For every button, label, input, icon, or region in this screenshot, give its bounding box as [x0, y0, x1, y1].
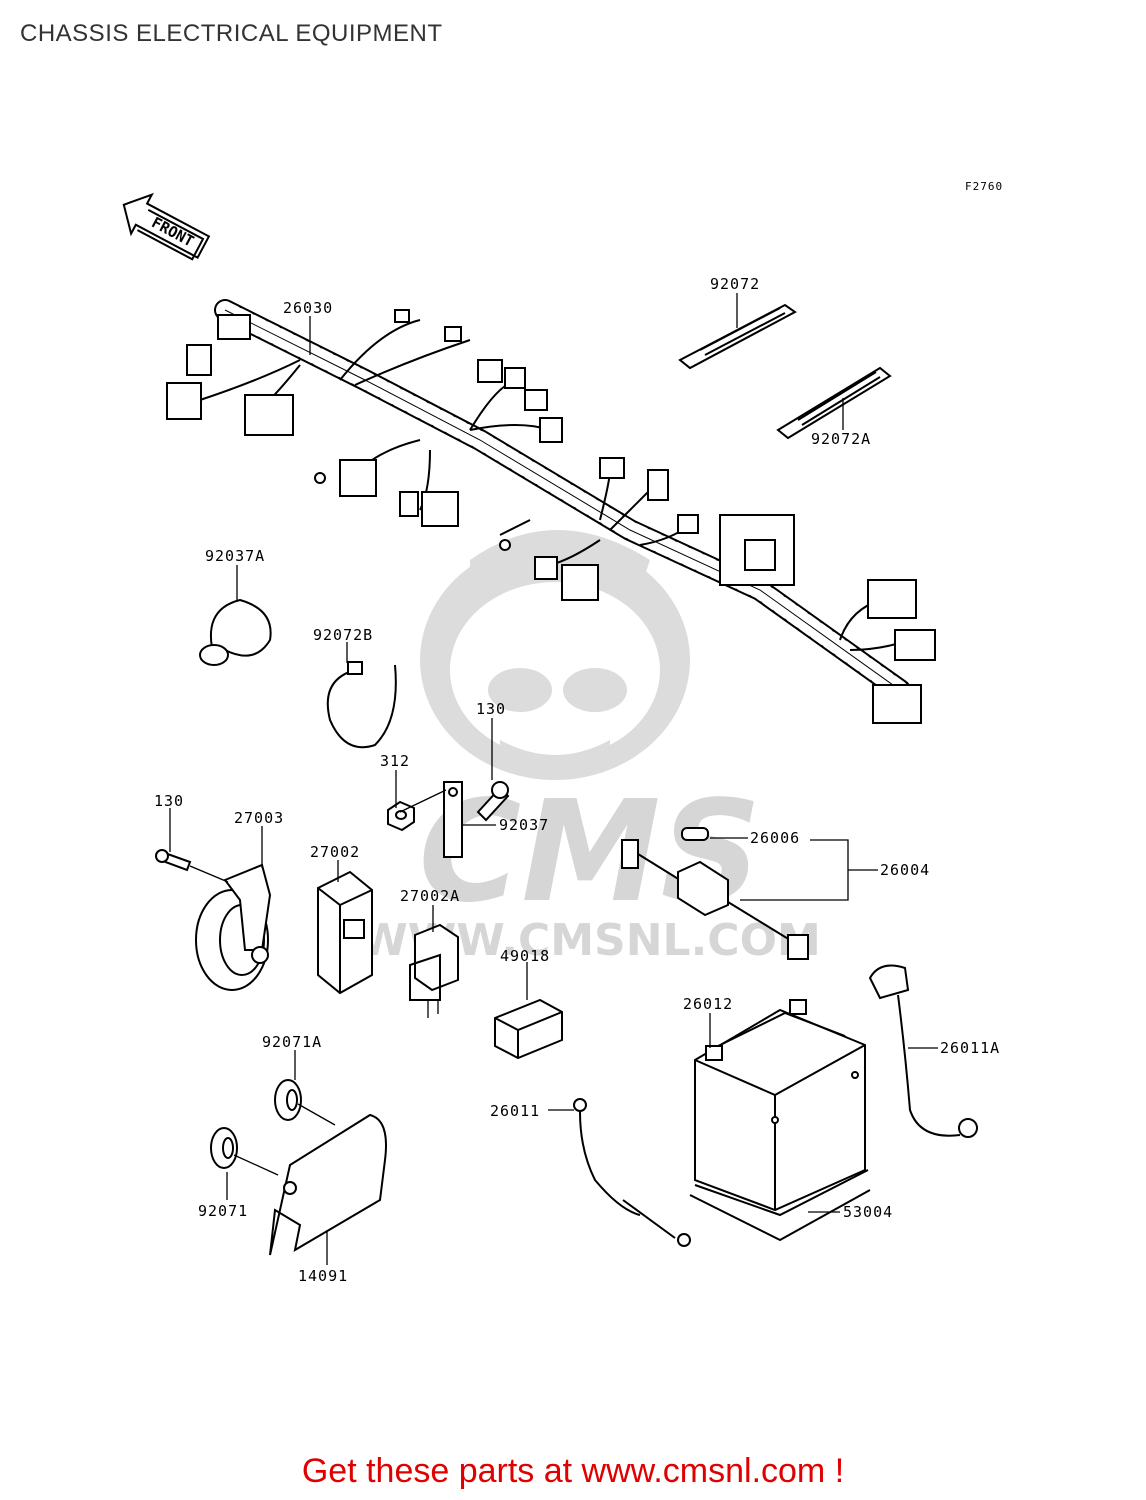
label-49018: 49018 [500, 947, 550, 965]
bolt-130-horn [155, 849, 192, 872]
battery-26012 [694, 999, 866, 1212]
footer-link[interactable]: Get these parts at www.cmsnl.com ! [301, 1452, 845, 1490]
nut-312 [387, 800, 415, 832]
label-27002: 27002 [310, 843, 360, 861]
label-27003: 27003 [234, 809, 284, 827]
watermark-mascot [420, 530, 690, 780]
label-26004: 26004 [880, 861, 930, 879]
label-92037: 92037 [499, 816, 549, 834]
battery-pad-53004 [689, 1169, 871, 1242]
main-harness-26030 [166, 299, 936, 724]
battery-lead-26011A [868, 964, 978, 1138]
battery-lead-26011 [573, 1098, 691, 1247]
label-26011A: 26011A [940, 1039, 1000, 1057]
fuse-26006 [681, 827, 709, 841]
label-312: 312 [380, 752, 410, 770]
label-130-a: 130 [476, 700, 506, 718]
leader-lines [169, 293, 938, 1265]
label-26012: 26012 [683, 995, 733, 1013]
connector-49018 [494, 998, 563, 1060]
label-26030: 26030 [283, 299, 333, 317]
page-title: CHASSIS ELECTRICAL EQUIPMENT [20, 20, 443, 47]
part-labels: 26030 92072 92072A 92037A 92072B 130 312… [154, 275, 1000, 1285]
label-92071A: 92071A [262, 1033, 322, 1051]
relay-27002 [317, 870, 373, 995]
cable-tie-92072 [678, 303, 797, 370]
grommet-92071 [210, 1127, 238, 1169]
band-92072B [326, 661, 397, 749]
cable-tie-92072A [776, 366, 892, 440]
watermark: CMS WWW.CMSNL.COM [359, 530, 821, 966]
label-130-b: 130 [154, 792, 184, 810]
label-92037A: 92037A [205, 547, 265, 565]
figure-code: F2760 [965, 180, 1003, 193]
horn-27003 [195, 863, 272, 991]
relay-27002A [409, 923, 459, 1018]
label-92072A: 92072A [811, 430, 871, 448]
clamp-92037A [199, 598, 272, 666]
label-14091: 14091 [298, 1267, 348, 1285]
label-53004: 53004 [843, 1203, 893, 1221]
grommet-92071A [274, 1079, 302, 1121]
label-27002A: 27002A [400, 887, 460, 905]
label-92071: 92071 [198, 1202, 248, 1220]
cover-14091 [269, 1113, 387, 1256]
label-26006: 26006 [750, 829, 800, 847]
bracket-92037 [443, 781, 463, 858]
fuse-holder-26004 [621, 839, 809, 960]
bolt-130 [476, 781, 510, 822]
label-92072: 92072 [710, 275, 760, 293]
front-arrow-icon: FRONT [122, 192, 211, 261]
label-92072B: 92072B [313, 626, 373, 644]
label-26011: 26011 [490, 1102, 540, 1120]
